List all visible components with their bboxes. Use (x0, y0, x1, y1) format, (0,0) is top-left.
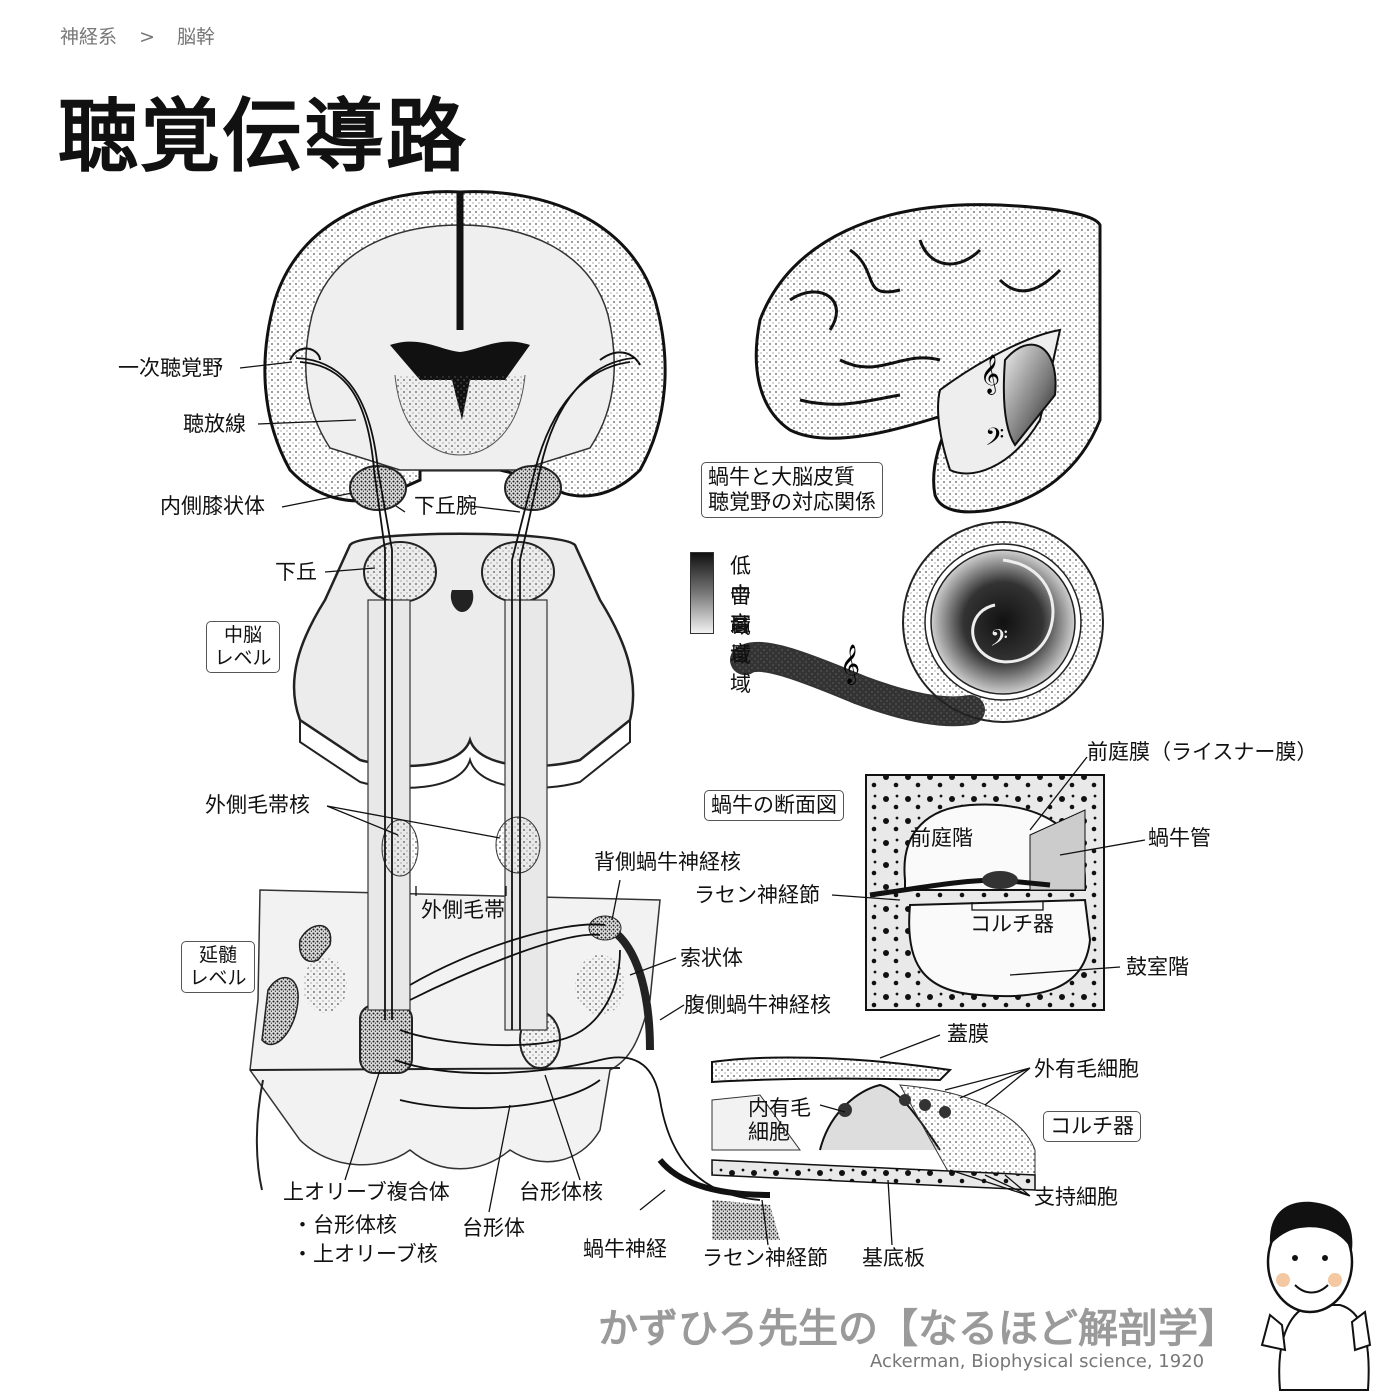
label-superior-olivary-complex: 上オリーブ複合体 (283, 1180, 450, 1204)
auditory-fibers (295, 357, 761, 1201)
label-trapezoid-nucleus: 台形体核 (519, 1180, 603, 1204)
label-trapezoid-nucleus-item: ・台形体核 (292, 1213, 397, 1237)
medulla-level-text: 延髄 レベル (189, 944, 247, 989)
label-supporting-cells: 支持細胞 (1034, 1185, 1118, 1209)
midbrain-level-text: 中脳 レベル (214, 624, 272, 669)
legend-high: 高音域 (730, 612, 751, 696)
label-inner-hair-cells: 内有毛 細胞 (748, 1096, 811, 1145)
label-dorsal-cochlear-nucleus: 背側蝸牛神経核 (594, 850, 741, 874)
label-outer-hair-cells: 外有毛細胞 (1034, 1057, 1139, 1081)
bass-clef-icon-cochlea: 𝄢 (990, 624, 1008, 657)
breadcrumb-separator: > (139, 26, 155, 48)
label-scala-tympani: 鼓室階 (1126, 955, 1189, 979)
label-trapezoid-body: 台形体 (462, 1216, 525, 1240)
label-medulla-level: 延髄 レベル (181, 941, 255, 993)
label-inferior-colliculus-brachium: 下丘腕 (414, 494, 477, 518)
breadcrumb: 神経系 > 脳幹 (60, 22, 231, 49)
label-medial-geniculate-body: 内側膝状体 (160, 494, 265, 518)
label-organ-of-corti: コルチ器 (970, 912, 1054, 936)
label-lateral-lemniscus: 外側毛帯 (421, 898, 505, 922)
label-nucleus-lateral-lemniscus: 外側毛帯核 (205, 793, 310, 817)
label-spiral-ganglion-corti: ラセン神経節 (702, 1246, 828, 1270)
cochlea-cross-section (865, 774, 1105, 1011)
label-cochlea-section-box: 蝸牛の断面図 (704, 790, 844, 822)
leader-lines (239, 361, 1146, 1246)
label-tectorial-membrane: 蓋膜 (947, 1022, 989, 1046)
label-organ-of-corti-box: コルチ器 (1043, 1111, 1141, 1143)
bass-clef-icon: 𝄢 (985, 423, 1004, 458)
label-midbrain-level: 中脳 レベル (206, 621, 280, 673)
cochlea-spiral: 𝄞 𝄢 (730, 521, 1104, 727)
frequency-gradient-bar (690, 552, 714, 634)
medial-geniculate-body-right (504, 465, 562, 511)
footer-brand: かずひろ先生の【なるほど解剖学】 (598, 1306, 1238, 1352)
label-acoustic-radiation: 聴放線 (183, 412, 246, 436)
lateral-brain-view: 𝄞 𝄢 (754, 203, 1102, 514)
mascot-illustration (1260, 1201, 1372, 1391)
label-reissner-membrane: 前庭膜（ライスナー膜） (1087, 740, 1318, 764)
label-superior-olive-item: ・上オリーブ核 (292, 1242, 438, 1266)
label-inferior-colliculus: 下丘 (275, 560, 317, 584)
page-title: 聴覚伝導路 (58, 90, 468, 183)
legend-low: 低音域 (730, 554, 751, 638)
coronal-brain-section (263, 190, 667, 503)
label-cochlear-duct: 蝸牛管 (1148, 826, 1211, 850)
label-ventral-cochlear-nucleus: 腹側蝸牛神経核 (684, 993, 831, 1017)
label-basilar-membrane: 基底板 (862, 1246, 925, 1270)
label-restiform-body: 索状体 (680, 946, 743, 970)
label-cochlear-nerve: 蝸牛神経 (583, 1237, 667, 1261)
label-scala-vestibuli: 前庭階 (910, 826, 973, 850)
footer-citation: Ackerman, Biophysical science, 1920 (870, 1351, 1205, 1372)
label-spiral-ganglion-section: ラセン神経節 (694, 883, 820, 907)
lateral-lemniscus-tracts (367, 599, 548, 1031)
breadcrumb-parent[interactable]: 神経系 (60, 26, 118, 48)
treble-clef-icon-cochlea: 𝄞 (840, 644, 860, 685)
label-cochlea-cortex-box: 蝸牛と大脳皮質 聴覚野の対応関係 (701, 462, 883, 519)
breadcrumb-current[interactable]: 脳幹 (177, 26, 216, 48)
legend-mid: 中音域 (730, 583, 751, 667)
treble-clef-icon: 𝄞 (980, 354, 1000, 395)
organ-of-corti-detail (657, 1056, 1036, 1240)
midbrain-section (292, 532, 635, 789)
label-primary-auditory-cortex: 一次聴覚野 (118, 356, 223, 380)
